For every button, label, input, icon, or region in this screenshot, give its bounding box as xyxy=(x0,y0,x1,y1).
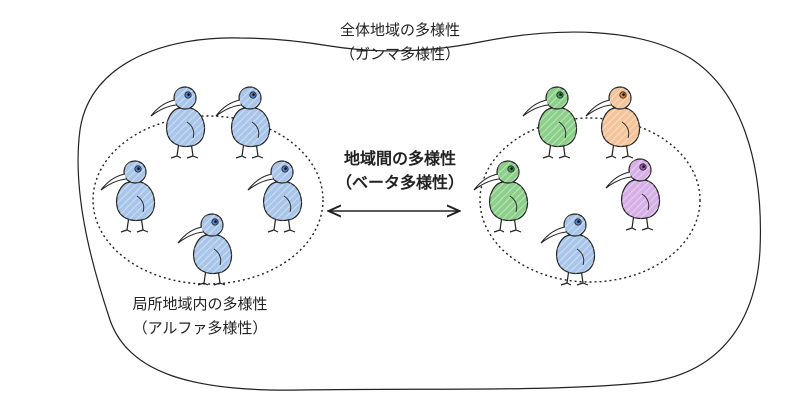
bird-icon xyxy=(215,86,271,159)
right-region-birds xyxy=(473,86,661,286)
bird-icon xyxy=(150,86,206,159)
bird-icon xyxy=(585,86,641,159)
beta-label-line2: （ベータ多様性） xyxy=(335,173,464,192)
bird-icon xyxy=(177,213,233,286)
alpha-diversity-label: 局所地域内の多様性 （アルファ多様性） xyxy=(70,292,330,340)
left-region-birds xyxy=(100,86,303,286)
bird-icon xyxy=(605,158,661,231)
gamma-label-line1: 全体地域の多様性 xyxy=(339,21,460,39)
beta-diversity-label: 地域間の多様性 （ベータ多様性） xyxy=(300,147,500,195)
bird-icon xyxy=(247,160,303,233)
gamma-diversity-label: 全体地域の多様性 （ガンマ多様性） xyxy=(300,18,500,66)
bird-icon xyxy=(473,160,529,233)
beta-label-line1: 地域間の多様性 xyxy=(343,149,456,168)
gamma-region-outline xyxy=(77,31,762,391)
right-local-region xyxy=(479,117,701,283)
alpha-label-line2: （アルファ多様性） xyxy=(132,319,268,337)
left-local-region xyxy=(92,115,324,285)
bird-icon xyxy=(522,86,578,159)
gamma-label-line2: （ガンマ多様性） xyxy=(339,45,460,63)
alpha-label-line1: 局所地域内の多様性 xyxy=(132,295,268,313)
bird-icon xyxy=(540,213,596,286)
bird-icon xyxy=(100,160,156,233)
